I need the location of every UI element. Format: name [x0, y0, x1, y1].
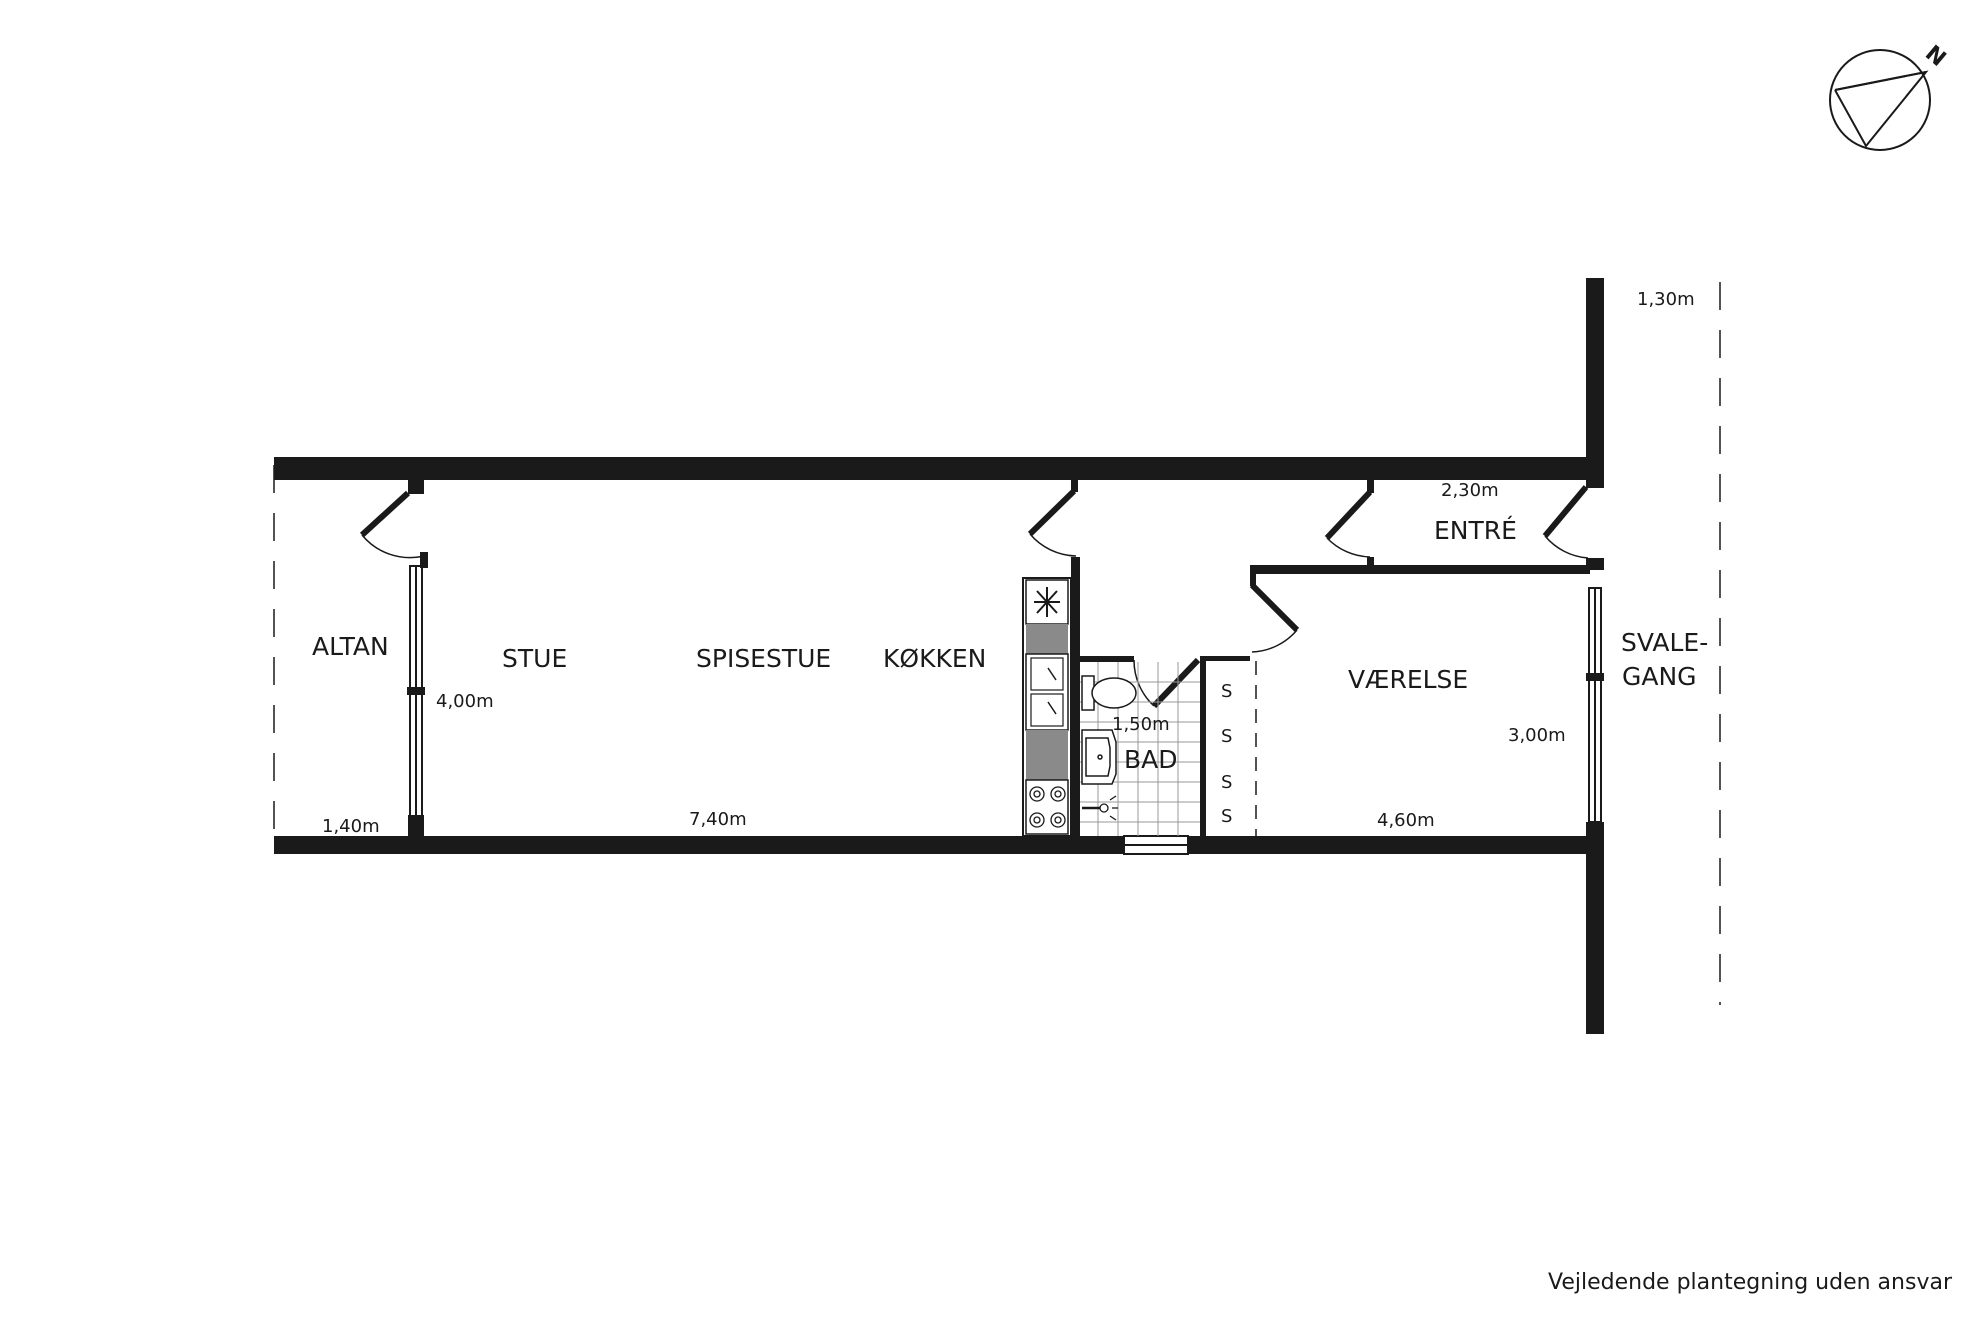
- dim-vaerelse-length: 4,60m: [1377, 810, 1435, 831]
- label-svalegang-2: GANG: [1622, 662, 1697, 691]
- dim-svalegang-width: 1,30m: [1637, 289, 1695, 310]
- toilet-icon: [1081, 675, 1137, 711]
- sink-icon: [1025, 653, 1069, 731]
- snowflake-icon: [1034, 587, 1060, 617]
- wall-entre-left-lower: [1367, 557, 1374, 571]
- label-vaerelse: VÆRELSE: [1348, 665, 1468, 694]
- kitchen-counter: [1022, 577, 1072, 837]
- dim-bad-width: 1,50m: [1112, 714, 1170, 735]
- label-stue: STUE: [502, 644, 567, 673]
- door-kitchen: [1027, 488, 1077, 557]
- door-bath: [1133, 657, 1201, 709]
- bathroom: [1080, 662, 1200, 836]
- wall-bath-top: [1078, 656, 1134, 662]
- label-bad: BAD: [1124, 745, 1178, 774]
- wall-kitchen-bath: [1071, 557, 1080, 837]
- dim-stue-length: 7,40m: [689, 809, 747, 830]
- wall-entre-vaerelse: [1250, 565, 1590, 574]
- compass-north-label: N: [1920, 41, 1950, 72]
- disclaimer-footer: Vejledende plantegning uden ansvar: [1548, 1270, 1953, 1295]
- wall-right-mid: [1586, 558, 1604, 570]
- dim-stue-depth: 4,00m: [436, 691, 494, 712]
- door-vaerelse: [1249, 582, 1300, 653]
- shower-icon: [1082, 795, 1118, 821]
- label-entre: ENTRÉ: [1434, 516, 1517, 545]
- wardrobe-mark: S: [1221, 726, 1232, 747]
- label-svalegang-1: SVALE-: [1621, 628, 1708, 657]
- door-altan: [359, 490, 428, 568]
- wall-entre-left-stub: [1367, 479, 1374, 493]
- walls: [274, 278, 1604, 1034]
- wall-bath-right: [1200, 656, 1206, 836]
- wall-wardrobe-top: [1200, 656, 1250, 661]
- label-altan: ALTAN: [312, 632, 389, 661]
- wall-altan-top-post: [408, 479, 424, 494]
- label-kokken: KØKKEN: [883, 644, 986, 673]
- label-spisestue: SPISESTUE: [696, 644, 831, 673]
- compass-icon: N: [1829, 41, 1950, 151]
- wall-altan-bottom-post: [408, 815, 424, 837]
- wall-bottom-right: [1188, 836, 1604, 854]
- door-front: [1542, 485, 1589, 559]
- dim-entre-width: 2,30m: [1441, 480, 1499, 501]
- wall-top: [274, 457, 1604, 480]
- dim-altan-width: 1,40m: [322, 816, 380, 837]
- wardrobe-mark: S: [1221, 681, 1232, 702]
- wall-vaerelse-stub: [1250, 574, 1256, 586]
- wardrobe-mark: S: [1221, 806, 1232, 827]
- wall-kitchen-top-stub: [1071, 479, 1078, 492]
- wall-bottom-left: [274, 836, 1124, 854]
- dashed-boundaries: [273, 282, 1721, 1005]
- wall-right-upper: [1586, 278, 1604, 488]
- window-altan-mullion: [407, 687, 425, 695]
- counter-top: [1026, 624, 1068, 654]
- wall-right-lower: [1586, 822, 1604, 1034]
- doors: [359, 485, 1589, 709]
- wardrobe-mark: S: [1221, 772, 1232, 793]
- dim-vaerelse-depth: 3,00m: [1508, 725, 1566, 746]
- door-entre-inner: [1324, 489, 1373, 558]
- basin-icon: [1081, 729, 1117, 785]
- windows: [407, 565, 1604, 855]
